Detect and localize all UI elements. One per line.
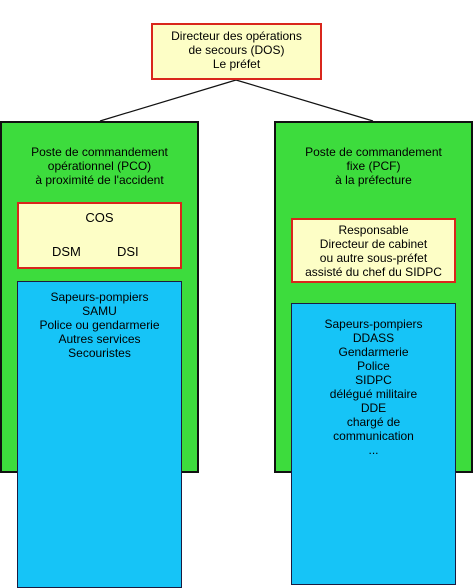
pco-services-box: Sapeurs-pompiers SAMU Police ou gendarme… [17,281,182,588]
pco-services-list: Sapeurs-pompiers SAMU Police ou gendarme… [18,290,181,360]
pco-service-item: SAMU [82,304,117,318]
pcf-service-item: communication [333,429,414,443]
connector-dos-to-pco [99,79,237,122]
pcf-service-item: SIDPC [355,373,392,387]
dos-line-2: de secours (DOS) [188,43,285,57]
connector-dos-to-pcf [235,79,374,122]
pco-title: Poste de commandement opérationnel (PCO)… [2,145,197,187]
pcf-title: Poste de commandement fixe (PCF) à la pr… [276,145,471,187]
pcf-service-item: DDASS [352,331,395,345]
pco-title-line-2: opérationnel (PCO) [47,159,152,173]
responsable-line-4: assisté du chef du SIDPC [305,265,442,279]
pcf-title-line-1: Poste de commandement [305,145,442,159]
dsm-label: DSM [52,244,81,259]
pcf-services-box: Sapeurs-pompiers DDASS Gendarmerie Polic… [291,303,456,585]
cos-label: COS [85,210,114,225]
pcf-service-item: DDE [360,401,387,415]
pcf-title-line-2: fixe (PCF) [346,159,401,173]
pcf-service-item: Police [357,359,390,373]
pcf-panel: Poste de commandement fixe (PCF) à la pr… [274,121,473,585]
pcf-services-list: Sapeurs-pompiers DDASS Gendarmerie Polic… [292,317,455,457]
responsable-box: Responsable Directeur de cabinet ou autr… [291,218,456,283]
responsable-line-1: Responsable [338,223,409,237]
responsable-line-2: Directeur de cabinet [319,237,428,251]
pcf-service-item: Sapeurs-pompiers [324,317,423,331]
dos-line-3: Le préfet [212,57,261,71]
pcf-title-line-3: à la préfecture [335,173,412,187]
pcf-service-item: délégué militaire [329,387,418,401]
pco-title-line-1: Poste de commandement [31,145,168,159]
pco-title-line-3: à proximité de l'accident [35,173,164,187]
dos-box: Directeur des opérations de secours (DOS… [151,23,322,80]
pco-service-item: Autres services [58,332,141,346]
dsi-label: DSI [117,244,139,259]
pco-service-item: Police ou gendarmerie [39,318,160,332]
pcf-service-item: ... [368,443,379,457]
cos-box: COS DSM DSI [17,202,182,269]
responsable-line-3: ou autre sous-préfet [319,251,428,265]
pco-service-item: Secouristes [68,346,131,360]
pco-service-item: Sapeurs-pompiers [50,290,149,304]
dos-line-1: Directeur des opérations [171,29,302,43]
pcf-service-item: chargé de [346,415,401,429]
pcf-service-item: Gendarmerie [338,345,409,359]
pco-panel: Poste de commandement opérationnel (PCO)… [0,121,199,588]
